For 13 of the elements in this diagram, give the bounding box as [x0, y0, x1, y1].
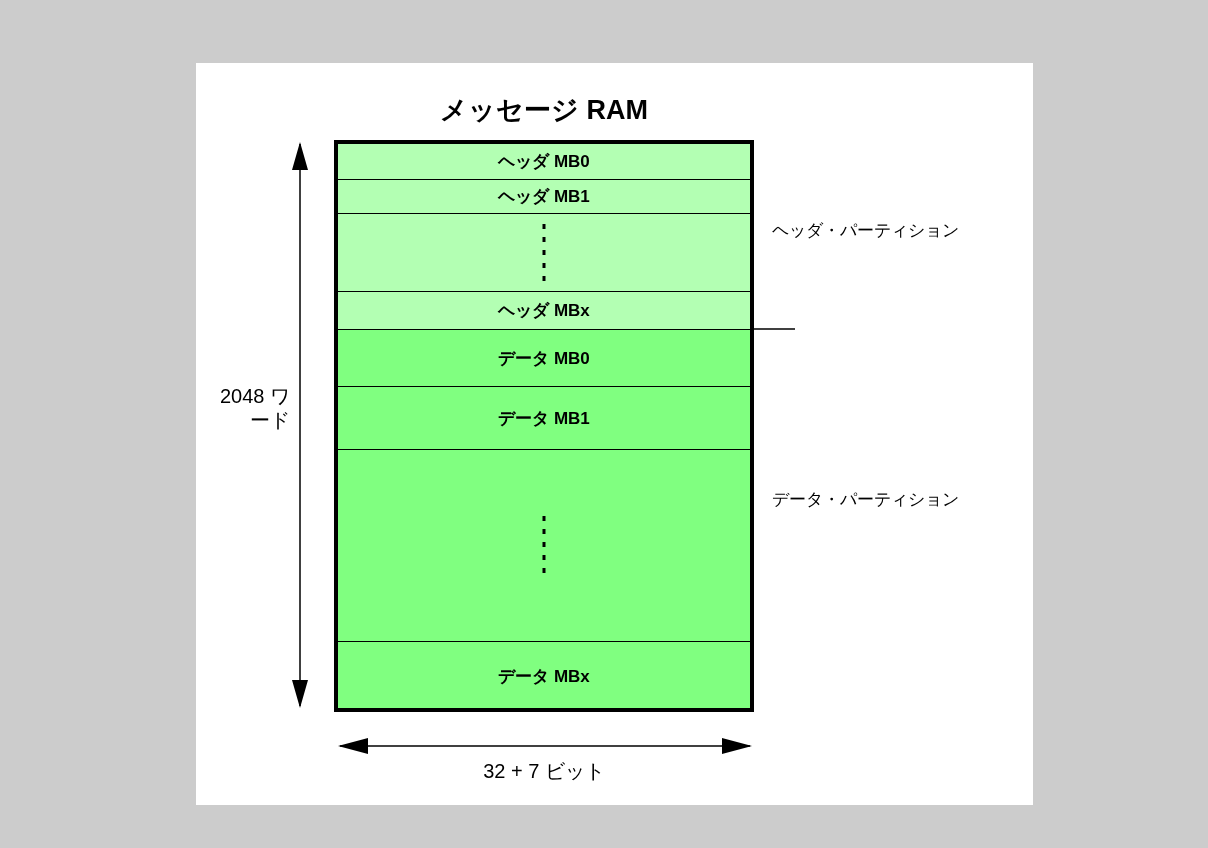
- memory-block: ヘッダ MB1: [336, 179, 752, 213]
- memory-block: ヘッダ MBx: [336, 291, 752, 329]
- empty-block: [336, 213, 752, 291]
- dimension-label: 2048 ワード: [218, 384, 290, 432]
- title: メッセージ RAM: [439, 94, 649, 127]
- empty-block: [336, 449, 752, 641]
- dimension-label: 32 + 7 ビット: [482, 759, 606, 784]
- memory-block: データ MBx: [336, 641, 752, 710]
- partition-label: データ・パーティション: [772, 489, 959, 511]
- memory-block: データ MB0: [336, 329, 752, 386]
- partition-label: ヘッダ・パーティション: [772, 220, 959, 242]
- memory-block: ヘッダ MB0: [336, 142, 752, 179]
- memory-block: データ MB1: [336, 386, 752, 449]
